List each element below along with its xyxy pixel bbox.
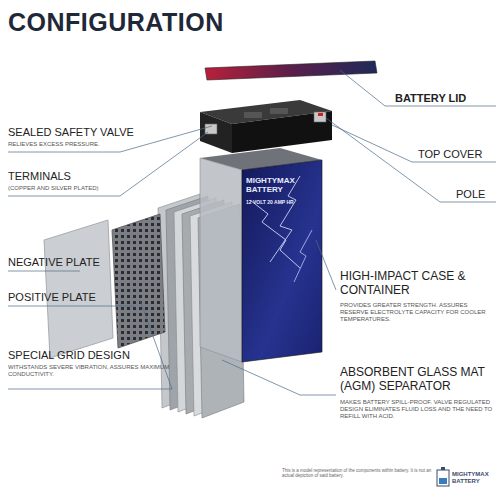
part-name: SPECIAL GRID DESIGN — [8, 349, 188, 362]
leader-line — [8, 126, 212, 152]
part-name: HIGH-IMPACT CASE & CONTAINER — [340, 270, 490, 298]
part-name: ABSORBENT GLASS MAT (AGM) SEPARATOR — [340, 366, 490, 394]
lightning — [250, 200, 300, 268]
part-name: POSITIVE PLATE — [8, 291, 158, 304]
part-name: TERMINALS — [8, 170, 188, 183]
part-name: BATTERY LID — [395, 92, 500, 105]
part-note: RELIEVES EXCESS PRESSURE. — [8, 141, 188, 148]
vent-slot — [270, 108, 288, 114]
leader-line — [8, 271, 80, 272]
part-note: MAKES BATTERY SPILL-PROOF. VALVE REGULAT… — [340, 399, 496, 420]
battery-lid — [205, 61, 377, 80]
leader-line — [316, 240, 336, 290]
top-cover-side — [200, 112, 232, 153]
part-note: PROVIDES GREATER STRENGTH. ASSURES RESER… — [340, 302, 496, 323]
part-name: TOP COVER — [418, 148, 500, 161]
leader-lines — [8, 70, 496, 395]
vent-slot — [244, 112, 262, 118]
case-side — [200, 158, 242, 362]
positive-plate — [112, 214, 165, 348]
logo-icon — [439, 478, 447, 484]
terminal — [314, 112, 326, 122]
part-name: POLE — [456, 188, 500, 201]
part-note: (COPPER AND SILVER PLATED) — [8, 185, 188, 192]
logo-icon — [441, 467, 445, 470]
part-note: WITHSTANDS SEVERE VIBRATION, ASSURES MAX… — [8, 364, 178, 378]
logo-icon — [437, 470, 449, 486]
brand-logo: MIGHTYMAX BATTERY — [452, 471, 498, 485]
page-title: CONFIGURATION — [8, 8, 224, 37]
leader-line — [8, 306, 135, 307]
top-cover-front — [232, 111, 332, 153]
leader-line — [8, 132, 208, 196]
leader-line — [222, 360, 336, 395]
case-brand: MIGHTYMAX BATTERY — [246, 176, 318, 194]
lightning — [294, 230, 312, 282]
part-name: NEGATIVE PLATE — [8, 256, 158, 269]
part-name: SEALED SAFETY VALVE — [8, 126, 188, 139]
pole-marker — [318, 113, 323, 116]
case-rating: 12 VOLT 20 AMP HR — [246, 200, 318, 206]
case-front — [242, 160, 322, 362]
footnote: This is a model representation of the co… — [282, 468, 432, 478]
negative-plate — [44, 220, 113, 358]
